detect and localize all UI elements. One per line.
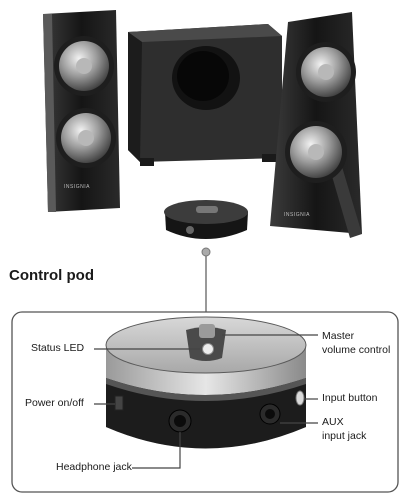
label-power: Power on/off [25,397,84,409]
left-speaker [43,10,120,212]
subwoofer [128,24,282,166]
connector-line [201,247,211,312]
right-speaker [270,12,362,238]
leader-lines [94,334,318,469]
brand-left: INSIGNIA [64,184,90,190]
control-pod-large [105,316,307,449]
label-aux-line2: input jack [322,430,367,442]
label-input-button: Input button [322,392,378,404]
control-pod-small [164,200,248,239]
brand-right: INSIGNIA [284,212,310,218]
label-headphone-jack: Headphone jack [56,461,132,473]
label-status-led: Status LED [31,342,85,354]
label-master-volume-line2: volume control [322,344,391,356]
leader-headphone [132,432,181,469]
label-master-volume-line1: Master [322,330,355,342]
callout-frame [11,311,399,493]
label-aux-line1: AUX [322,416,344,428]
section-title: Control pod [9,267,94,284]
